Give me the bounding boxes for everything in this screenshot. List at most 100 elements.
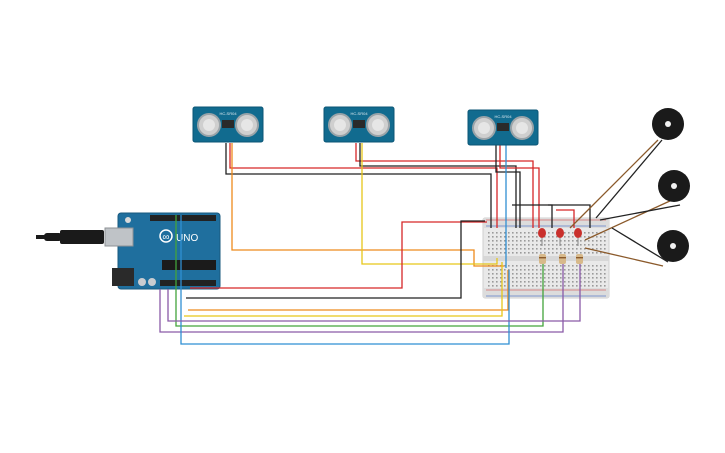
breadboard-hole xyxy=(560,285,562,287)
breadboard-hole xyxy=(584,281,586,283)
wire-black[interactable] xyxy=(495,143,521,228)
wire-orange[interactable] xyxy=(188,270,509,311)
breadboard-hole xyxy=(564,240,566,242)
wire-red[interactable] xyxy=(556,209,575,228)
breadboard-hole xyxy=(580,285,582,287)
wire-black[interactable] xyxy=(599,204,681,221)
breadboard-hole xyxy=(532,273,534,275)
breadboard-hole xyxy=(560,244,562,246)
breadboard-hole xyxy=(524,265,526,267)
breadboard-hole xyxy=(596,236,598,238)
wire-green[interactable] xyxy=(175,215,544,327)
wire-orange[interactable] xyxy=(231,143,504,267)
breadboard-hole xyxy=(552,240,554,242)
breadboard-hole xyxy=(576,269,578,271)
breadboard-hole xyxy=(548,252,550,254)
breadboard-hole xyxy=(512,269,514,271)
breadboard-hole xyxy=(488,244,490,246)
piezo-buzzer[interactable] xyxy=(657,230,689,262)
breadboard-hole xyxy=(604,265,606,267)
ultrasonic-sensor[interactable]: HC-SR04 xyxy=(323,106,395,143)
breadboard-hole xyxy=(500,269,502,271)
breadboard-hole xyxy=(568,232,570,234)
breadboard-hole xyxy=(576,285,578,287)
breadboard-hole xyxy=(596,232,598,234)
ultrasonic-sensor[interactable]: HC-SR04 xyxy=(192,106,264,143)
breadboard-hole xyxy=(508,252,510,254)
breadboard-hole xyxy=(488,232,490,234)
breadboard-hole xyxy=(568,240,570,242)
breadboard-hole xyxy=(592,248,594,250)
breadboard-hole xyxy=(488,273,490,275)
breadboard-hole xyxy=(500,285,502,287)
led[interactable] xyxy=(574,228,582,246)
breadboard-hole xyxy=(604,232,606,234)
wire-brown[interactable] xyxy=(569,139,659,229)
wire-black[interactable] xyxy=(611,227,669,263)
reset-button[interactable] xyxy=(125,217,131,223)
breadboard-hole xyxy=(584,248,586,250)
wire-brown[interactable] xyxy=(584,247,664,267)
breadboard-hole xyxy=(536,269,538,271)
wire-red[interactable] xyxy=(499,143,540,228)
breadboard-hole xyxy=(584,277,586,279)
led[interactable] xyxy=(556,228,564,246)
breadboard-hole xyxy=(564,244,566,246)
breadboard-hole xyxy=(500,281,502,283)
piezo-buzzer[interactable] xyxy=(658,170,690,202)
breadboard-hole xyxy=(540,269,542,271)
breadboard-hole xyxy=(488,277,490,279)
breadboard-hole xyxy=(544,277,546,279)
breadboard-hole xyxy=(548,277,550,279)
breadboard-hole xyxy=(504,252,506,254)
wire-yellow[interactable] xyxy=(361,143,498,265)
breadboard-hole xyxy=(580,277,582,279)
wire-yellow[interactable] xyxy=(184,262,503,317)
breadboard-hole xyxy=(568,265,570,267)
breadboard-hole xyxy=(488,281,490,283)
wire-black[interactable] xyxy=(595,139,663,219)
wire-red[interactable] xyxy=(190,221,487,289)
breadboard-hole xyxy=(564,285,566,287)
breadboard-hole xyxy=(556,269,558,271)
piezo-buzzer[interactable] xyxy=(652,108,684,140)
wire-brown[interactable] xyxy=(584,199,673,241)
breadboard-hole xyxy=(596,269,598,271)
resistor[interactable] xyxy=(576,254,583,264)
wire-red[interactable] xyxy=(229,143,498,228)
wire-black[interactable] xyxy=(548,204,591,228)
wire-purple[interactable] xyxy=(159,262,564,333)
wire-black[interactable] xyxy=(359,143,517,228)
ultrasonic-sensor[interactable]: HC-SR04 xyxy=(467,109,539,146)
breadboard-hole xyxy=(568,248,570,250)
breadboard-hole xyxy=(520,273,522,275)
breadboard-hole xyxy=(568,269,570,271)
wire-blue[interactable] xyxy=(180,215,510,345)
breadboard-hole xyxy=(512,281,514,283)
resistor[interactable] xyxy=(559,254,566,264)
breadboard-hole xyxy=(548,236,550,238)
analog-header xyxy=(160,280,216,286)
breadboard-hole xyxy=(528,252,530,254)
wire-red[interactable] xyxy=(355,143,534,228)
breadboard-hole xyxy=(572,265,574,267)
breadboard-hole xyxy=(560,240,562,242)
breadboard-hole xyxy=(580,265,582,267)
led[interactable] xyxy=(538,228,546,246)
breadboard-hole xyxy=(548,281,550,283)
breadboard-hole xyxy=(516,236,518,238)
breadboard-hole xyxy=(496,248,498,250)
resistor[interactable] xyxy=(539,254,546,264)
wire-purple[interactable] xyxy=(167,262,581,322)
breadboard-hole xyxy=(604,269,606,271)
arduino-logo-icon xyxy=(159,229,173,243)
wire-black[interactable] xyxy=(225,143,492,228)
arduino-uno[interactable]: ∞ UNO xyxy=(36,212,221,290)
breadboard-hole xyxy=(604,273,606,275)
wire-black[interactable] xyxy=(186,220,485,299)
breadboard-hole xyxy=(536,248,538,250)
breadboard-hole xyxy=(504,269,506,271)
breadboard-hole xyxy=(520,285,522,287)
breadboard-hole xyxy=(532,232,534,234)
